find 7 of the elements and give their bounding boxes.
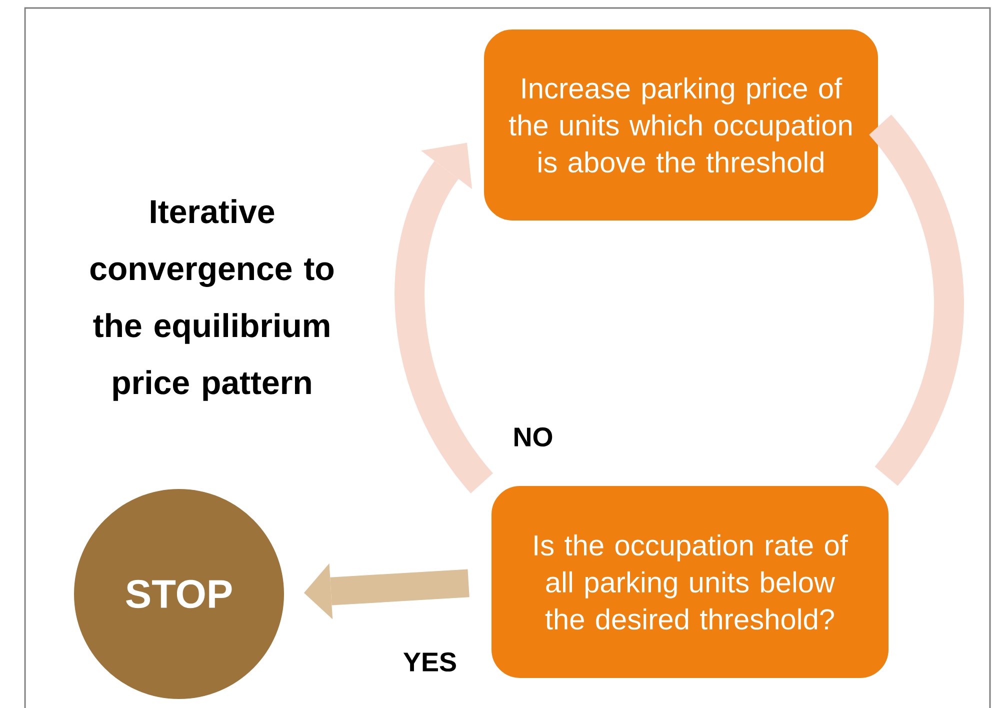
block-arrow: [304, 563, 470, 620]
edge-label: YES: [401, 650, 460, 674]
process-box: Is the occupation rate of all parking units below the desired threshold?: [488, 482, 892, 681]
title: Iterative convergence to the equilibrium price pattern: [90, 199, 334, 401]
curved-arrow: [394, 142, 494, 493]
edge-label: NO: [510, 425, 556, 449]
process-box: Increase parking price of the units which occupation is above the threshold: [481, 26, 881, 224]
